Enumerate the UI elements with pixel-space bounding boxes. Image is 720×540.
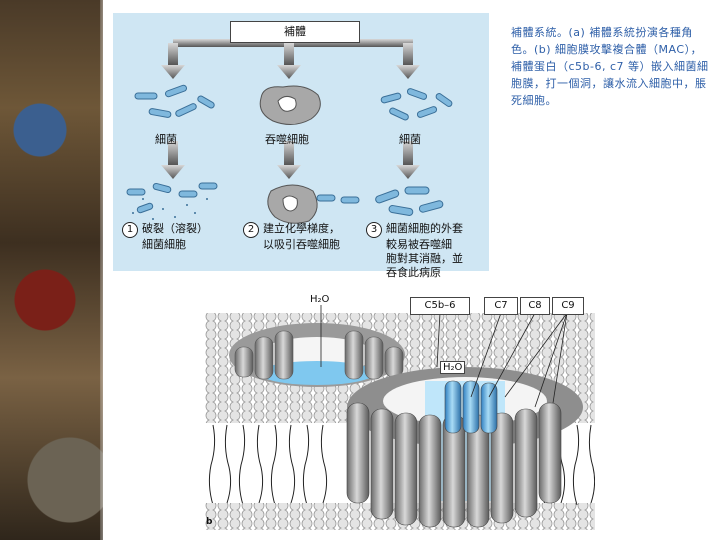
panel-a-arrows	[126, 33, 453, 224]
step-2-line2: 以吸引吞噬細胞	[263, 238, 340, 251]
bacteria-label-right: 細菌	[399, 133, 421, 146]
decorative-fade	[100, 0, 112, 540]
figure-caption: 補體系統。(a) 補體系統扮演各種角色。(b) 細胞膜攻擊複合體（MAC），補體…	[511, 26, 709, 107]
water-label-top: H₂O	[310, 294, 330, 305]
step-3-line3: 胞對其消融，並	[386, 252, 463, 265]
complement-label-box: 補體	[230, 21, 360, 43]
step-3-text: 3 細菌細胞的外套 較易被吞噬細 胞對其消融，並 吞食此病原	[366, 222, 463, 280]
mac-membrane-diagram	[205, 305, 595, 530]
figure-panel-a	[113, 13, 489, 271]
step-1-number: 1	[122, 222, 138, 238]
bacteria-label-left: 細菌	[155, 133, 177, 146]
c7-label: C7	[484, 297, 518, 315]
step-3-line2: 較易被吞噬細	[386, 238, 452, 251]
c9-label: C9	[552, 297, 584, 315]
step-2-text: 2 建立化學梯度， 以吸引吞噬細胞	[243, 222, 340, 252]
step-1-text: 1 破裂（溶裂） 細菌細胞	[122, 222, 208, 252]
step-3-line4: 吞食此病原	[386, 266, 441, 279]
water-label-inner: H₂O	[440, 361, 466, 374]
decorative-background-image	[0, 0, 103, 540]
step-1-line2: 細菌細胞	[142, 238, 186, 251]
step-3-number: 3	[366, 222, 382, 238]
c8-label: C8	[520, 297, 550, 315]
c5b6-label: C5b–6	[410, 297, 470, 315]
phagocyte-label: 吞噬細胞	[265, 133, 309, 146]
step-2-line1: 建立化學梯度，	[263, 222, 340, 235]
panel-b-letter: b	[206, 517, 213, 527]
step-3-line1: 細菌細胞的外套	[386, 222, 463, 235]
step-1-line1: 破裂（溶裂）	[142, 222, 208, 235]
step-2-number: 2	[243, 222, 259, 238]
